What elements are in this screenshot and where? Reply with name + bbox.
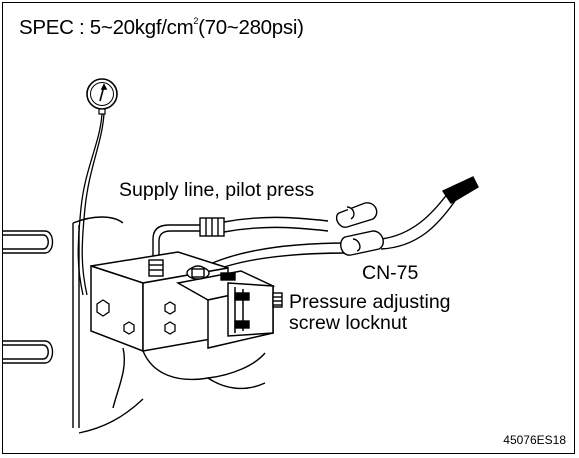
spec-suffix: (70~280psi) [198, 16, 304, 39]
hydraulic-illustration [3, 78, 479, 434]
solenoid-cap [186, 265, 250, 329]
top-fitting [148, 259, 164, 277]
block-bolts [96, 299, 176, 335]
wire-harness [207, 192, 456, 272]
figure-code: 45076ES18 [503, 433, 566, 447]
connector-label: CN-75 [362, 262, 419, 284]
lower-bracket [112, 347, 266, 409]
valve-block [90, 251, 276, 353]
mounting-frame [72, 216, 144, 434]
pressure-label-line2: screw locknut [289, 312, 408, 334]
pressure-adjusting-label: Pressure adjusting screw locknut [289, 292, 451, 334]
adjusting-screw-locknut [272, 292, 283, 308]
supply-line [152, 216, 329, 261]
pressure-label-line1: Pressure adjusting [289, 291, 451, 313]
spec-prefix: SPEC : 5~20kgf/cm [19, 16, 194, 39]
connector-cn75 [335, 176, 479, 256]
spec-label: SPEC : 5~20kgf/cm2(70~280psi) [19, 16, 304, 40]
supply-line-label: Supply line, pilot press [119, 179, 315, 201]
left-frame-rails [3, 230, 54, 364]
spec-unit-exponent: 2 [193, 16, 199, 26]
figure-frame: SPEC : 5~20kgf/cm2(70~280psi) Supply lin… [2, 2, 575, 454]
pressure-gauge [86, 78, 118, 115]
